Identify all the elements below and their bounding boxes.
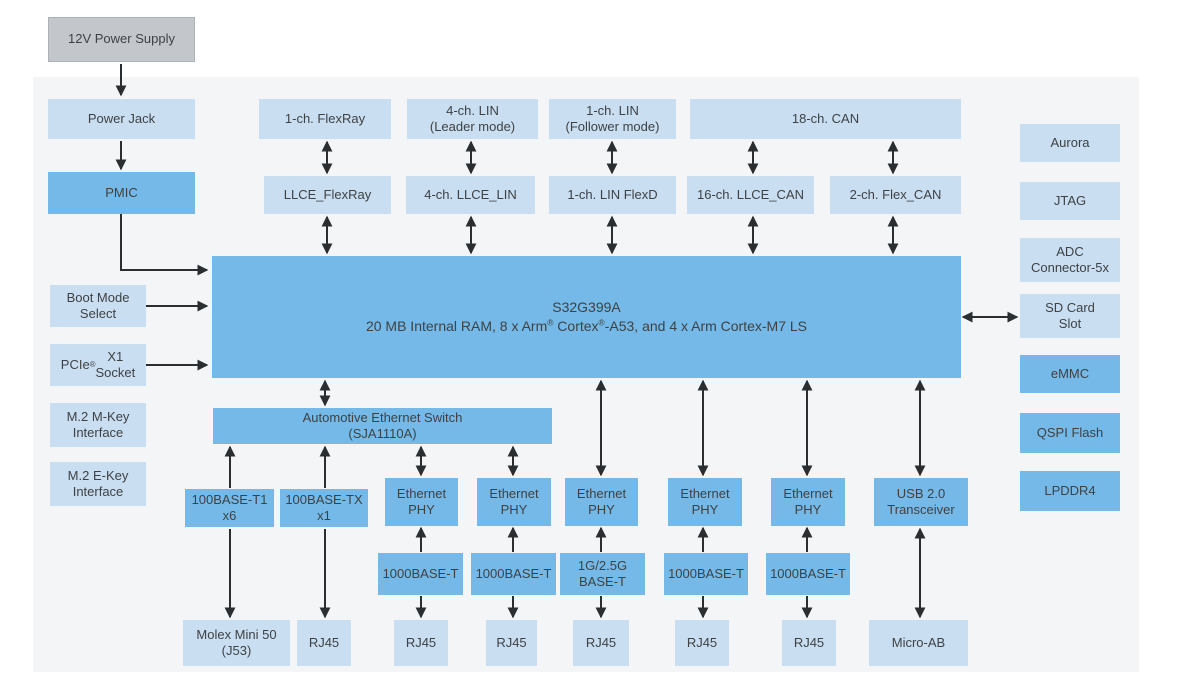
soc-name: S32G399A bbox=[552, 298, 621, 315]
aurora-box: Aurora bbox=[1020, 124, 1120, 162]
pmic-box: PMIC bbox=[48, 172, 195, 214]
llce-can-box: 16-ch. LLCE_CAN bbox=[687, 176, 814, 214]
rj45-box: RJ45 bbox=[573, 620, 629, 666]
1000base-t-box: 1000BASE-T bbox=[471, 553, 556, 595]
can-box: 18-ch. CAN bbox=[690, 99, 961, 139]
soc-description: 20 MB Internal RAM, 8 x Arm® Cortex®-A53… bbox=[365, 317, 808, 334]
rj45-box: RJ45 bbox=[675, 620, 729, 666]
lpddr4-box: LPDDR4 bbox=[1020, 471, 1120, 511]
llce-flexray-box: LLCE_FlexRay bbox=[264, 176, 391, 214]
soc-box: S32G399A 20 MB Internal RAM, 8 x Arm® Co… bbox=[212, 256, 961, 378]
1000base-t-box: 1000BASE-T bbox=[378, 553, 463, 595]
emmc-box: eMMC bbox=[1020, 355, 1120, 393]
flex-can-box: 2-ch. Flex_CAN bbox=[830, 176, 961, 214]
rj45-box: RJ45 bbox=[297, 620, 351, 666]
ethernet-switch-box: Automotive Ethernet Switch(SJA1110A) bbox=[213, 408, 552, 444]
rj45-box: RJ45 bbox=[394, 620, 448, 666]
lin-flexd-box: 1-ch. LIN FlexD bbox=[549, 176, 676, 214]
rj45-box: RJ45 bbox=[486, 620, 537, 666]
micro-ab-box: Micro-AB bbox=[869, 620, 968, 666]
qspi-flash-box: QSPI Flash bbox=[1020, 413, 1120, 453]
lin-follower-box: 1-ch. LIN(Follower mode) bbox=[549, 99, 676, 139]
power-jack-box: Power Jack bbox=[48, 99, 195, 139]
flexray-box: 1-ch. FlexRay bbox=[259, 99, 391, 139]
molex-connector-box: Molex Mini 50(J53) bbox=[183, 620, 290, 666]
rj45-box: RJ45 bbox=[782, 620, 836, 666]
llce-lin-box: 4-ch. LLCE_LIN bbox=[406, 176, 535, 214]
lin-leader-box: 4-ch. LIN(Leader mode) bbox=[407, 99, 538, 139]
1000base-t-box: 1000BASE-T bbox=[766, 553, 850, 595]
jtag-box: JTAG bbox=[1020, 182, 1120, 220]
1000base-t-box: 1000BASE-T bbox=[664, 553, 748, 595]
power-supply-box: 12V Power Supply bbox=[48, 17, 195, 62]
